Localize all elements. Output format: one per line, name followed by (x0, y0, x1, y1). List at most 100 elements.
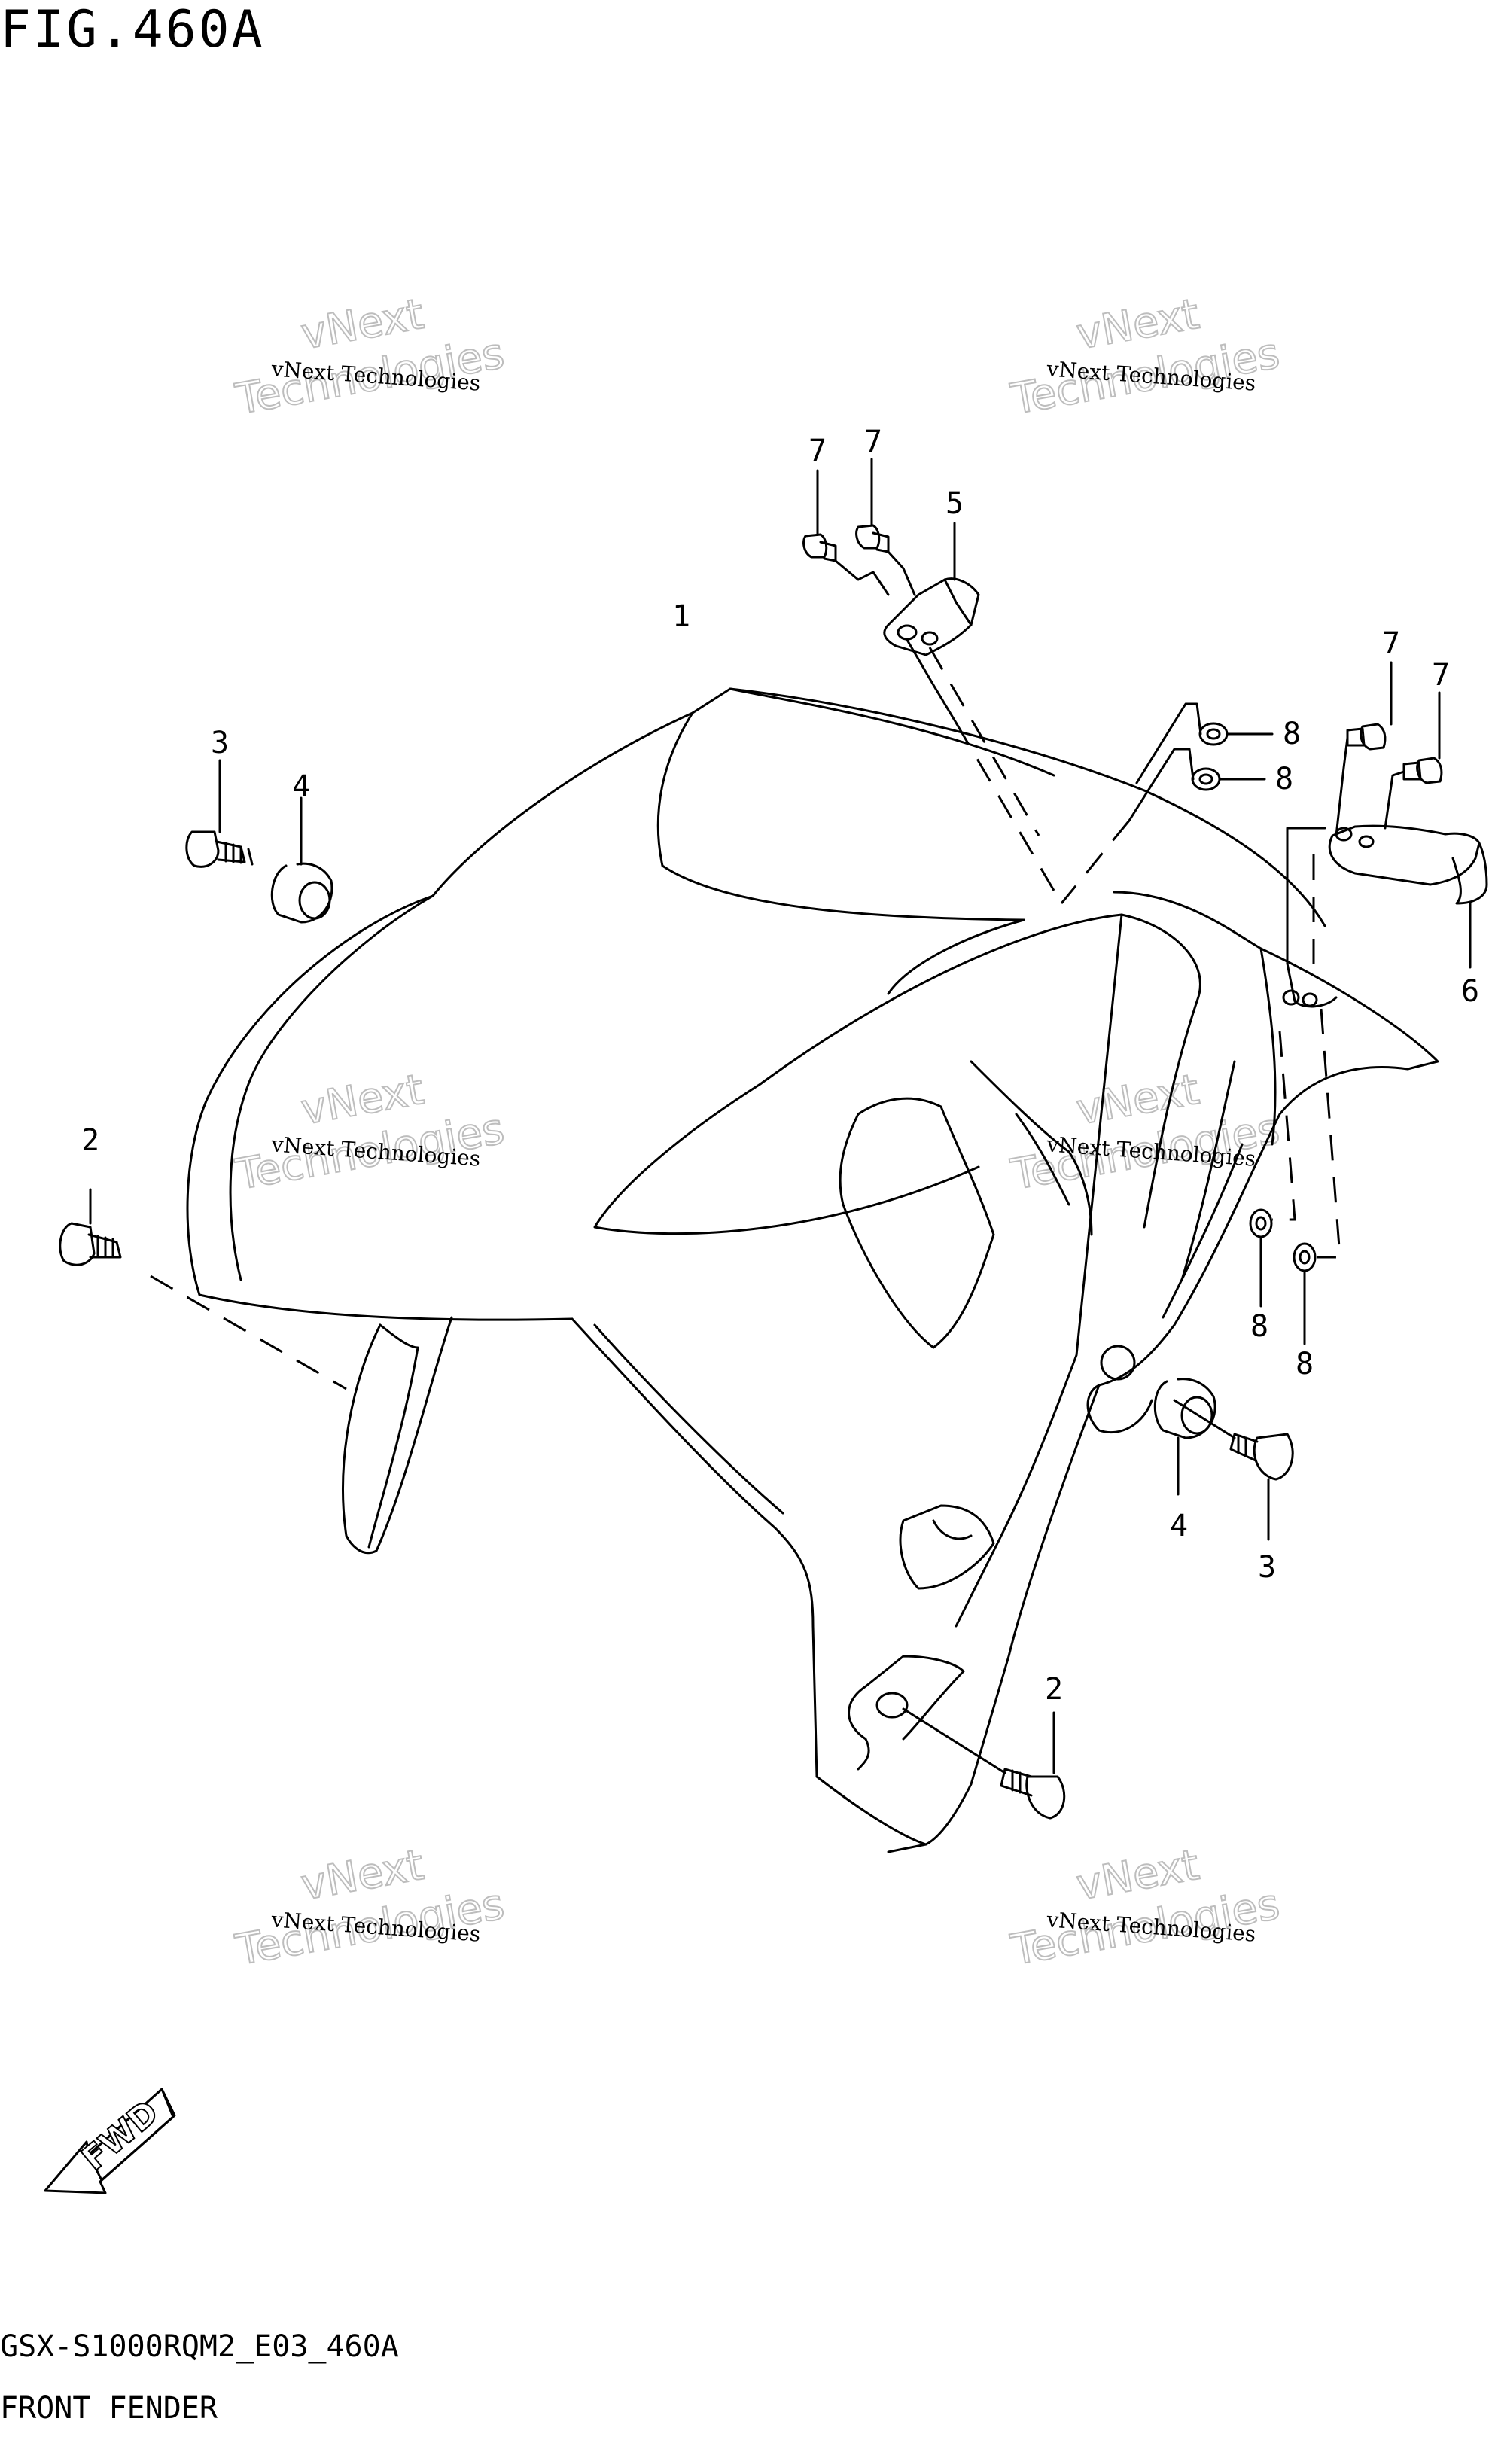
grommet-4-left-body (270, 862, 333, 924)
assembly-line-2-right (902, 1707, 1006, 1774)
assembly-line-3-right (1173, 1399, 1236, 1439)
part-washer-8-d (1293, 1242, 1317, 1345)
fender-top-window (656, 711, 1025, 921)
callout-7-d: 7 (1432, 658, 1450, 693)
fender-stay (1098, 891, 1439, 1387)
assembly-line-to-8c (1272, 1031, 1296, 1221)
fender-outline-upper (186, 711, 694, 1321)
callout-3-right: 3 (1258, 1550, 1276, 1585)
fender-left-skirt-inner (367, 1323, 419, 1549)
watermark-mid-left: vNext Technologies vNext Technologies (231, 1064, 509, 1201)
callout-2-left: 2 (81, 1123, 99, 1158)
fender-stay-inner (1120, 913, 1201, 1229)
callout-8-c: 8 (1250, 1309, 1268, 1344)
part-washer-8-c (1249, 1208, 1273, 1308)
callout-7-a: 7 (808, 434, 827, 468)
assembly-line-8a (1135, 702, 1202, 784)
assembly-line-to-8d (1317, 1008, 1341, 1259)
watermark-mid-right: vNext Technologies vNext Technologies (1006, 1064, 1284, 1201)
part-washer-8-a (1198, 722, 1274, 746)
washer-8a-inner (1206, 728, 1221, 740)
bolt-3-left-shank (215, 840, 246, 863)
part-bolt-3-left (185, 759, 254, 868)
callout-numbers: 1 2 2 3 3 4 4 5 6 7 7 7 7 8 8 8 8 (81, 425, 1479, 1707)
bolt-7a-head (802, 533, 828, 559)
washer-8b-outer (1191, 767, 1221, 791)
fender-top-curve (729, 687, 1055, 777)
fender-front-edge (571, 1317, 818, 1778)
bolt-7b-head (855, 524, 881, 550)
fender-cutout-right (970, 1060, 1093, 1236)
assembly-line-5-lower (955, 722, 1063, 904)
bolt-3-right-thread (1237, 1434, 1247, 1457)
bracket-6-hole-b (1358, 835, 1375, 848)
fender-stay-edge (1259, 947, 1277, 1146)
bracket-5-flange (943, 578, 973, 626)
screw-2-right-head (1025, 1775, 1066, 1820)
assembly-line-7c (1335, 736, 1349, 837)
screw-2-right-shank (1000, 1768, 1033, 1797)
assembly-line-6-stay-a (1286, 827, 1338, 1008)
bracket-6-end (1451, 842, 1488, 905)
washer-8b-inner (1198, 773, 1213, 785)
part-bolt-3-right (1229, 1433, 1294, 1541)
assembly-line-2-left (150, 1275, 347, 1390)
assembly-line-7d (1384, 770, 1405, 830)
fwd-arrow-face (87, 2088, 176, 2182)
grommet-4-left-face (298, 881, 331, 920)
watermark-top-right: vNext Technologies vNext Technologies (1006, 289, 1284, 425)
assembly-line-7a (834, 559, 890, 596)
callout-8-d: 8 (1296, 1347, 1314, 1381)
callout-8-a: 8 (1283, 717, 1301, 751)
part-screw-2-right (1000, 1711, 1066, 1820)
fender-mount-tab-upper (899, 1504, 995, 1590)
callout-7-c: 7 (1382, 626, 1400, 661)
bracket-5-body (883, 577, 980, 656)
fwd-arrow: FWD (44, 2088, 176, 2194)
callout-3-left: 3 (211, 726, 229, 760)
assembly-stay-hole-a (1282, 989, 1300, 1006)
bolt-7b-shank (872, 531, 890, 553)
watermark-top-left: vNext Technologies vNext Technologies (231, 289, 509, 425)
callout-1: 1 (672, 599, 690, 634)
part-screw-2-left (59, 1188, 122, 1266)
assembly-line-5-upper (906, 638, 958, 724)
figure-caption: FRONT FENDER (0, 2391, 218, 2426)
bracket-5-hole-b (921, 631, 939, 646)
callout-4-right: 4 (1170, 1509, 1188, 1543)
callout-4-left: 4 (292, 769, 310, 804)
watermark-bottom-right: vNext Technologies vNext Technologies (1006, 1840, 1284, 1976)
model-code: GSX-S1000RQM2_E03_460A (0, 2329, 399, 2364)
fender-crown (691, 687, 1326, 927)
fender-mount-hole (875, 1692, 909, 1719)
fender-stay-groove2 (1162, 1143, 1244, 1319)
grommet-4-right-face (1180, 1396, 1213, 1435)
assembly-stay-hole-b (1302, 992, 1318, 1007)
part-bolt-7-a (802, 469, 837, 562)
washer-8d-outer (1293, 1242, 1317, 1272)
part-washer-8-b (1191, 767, 1266, 791)
bolt-7a-shank (819, 541, 837, 562)
assembly-line-7b (887, 550, 916, 596)
washer-8a-outer (1198, 722, 1229, 746)
callout-6: 6 (1461, 974, 1479, 1009)
bolt-7c-head (1360, 723, 1387, 751)
fender-cutout (839, 1097, 995, 1349)
fender-stay-hole (1100, 1345, 1136, 1381)
bolt-7d-shank (1402, 761, 1422, 781)
screw-2-left-thread (96, 1235, 114, 1259)
fender-stay-lower (924, 1384, 1101, 1846)
fender-mount-tab-lower (848, 1655, 965, 1771)
bolt-7d-head (1416, 757, 1443, 784)
washer-8d-inner (1299, 1250, 1311, 1265)
assembly-line-8b (1128, 748, 1195, 822)
fender-mid-ridge (593, 913, 1123, 1235)
assembly-line-5-parallel (928, 647, 1040, 836)
fender-left-flank (229, 894, 434, 1281)
fender-stay-groove (1180, 1060, 1236, 1281)
part-bolt-7-b (855, 458, 890, 553)
screw-2-right-thread (1011, 1769, 1022, 1794)
fender-mount-tab-upper-slot (932, 1519, 973, 1540)
callout-2-right: 2 (1045, 1672, 1063, 1707)
